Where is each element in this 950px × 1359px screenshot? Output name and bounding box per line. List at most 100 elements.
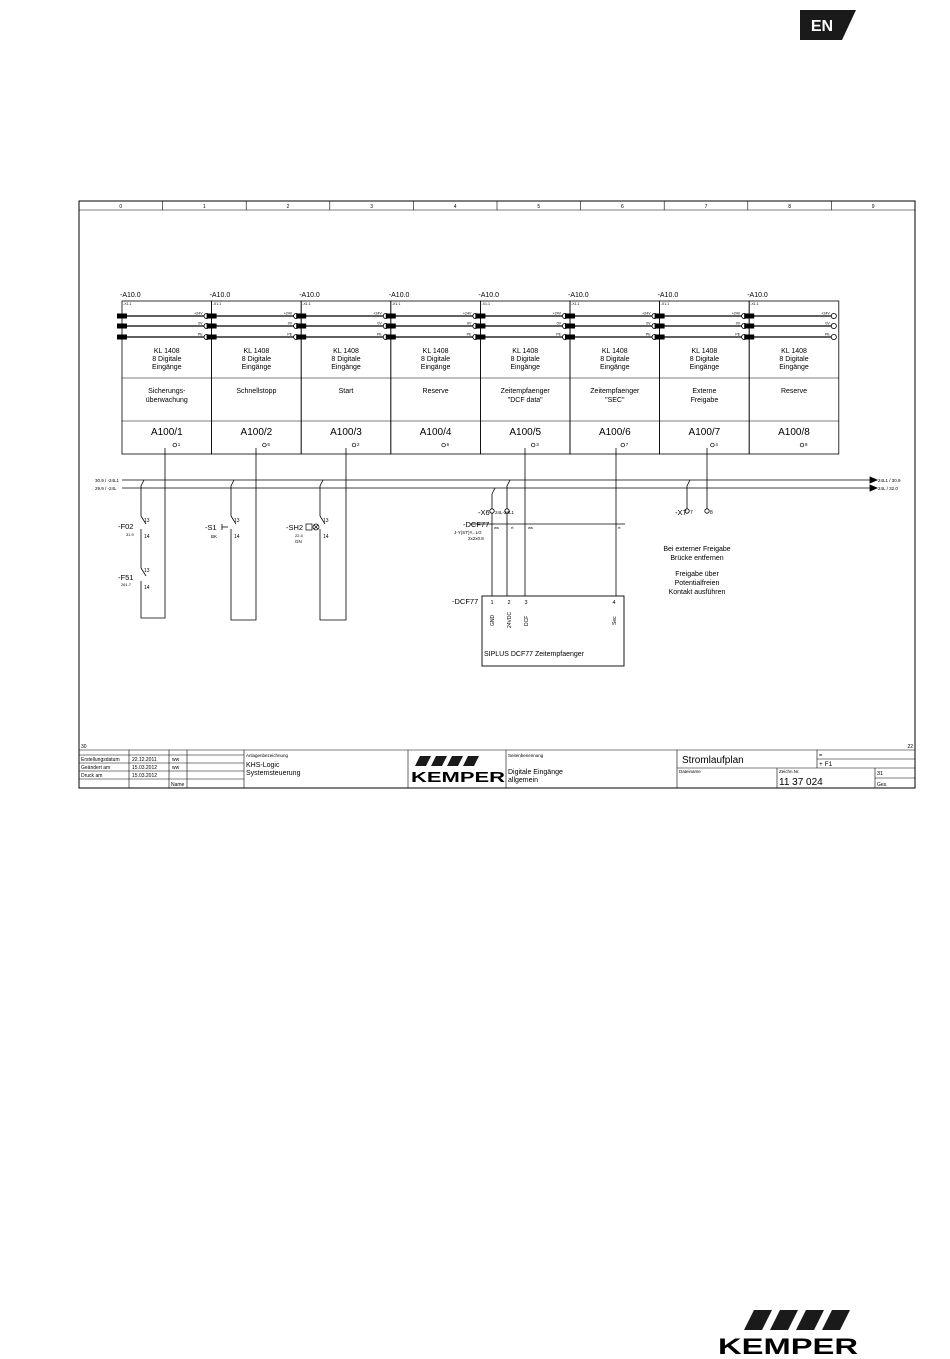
terminal-block [565,334,575,340]
terminal-label: +24V [553,312,562,316]
module-sub: -X1.1 [481,302,490,306]
language-code: EN [811,18,833,35]
module-address: A100/1 [151,427,183,438]
module-type: KL 1408 [423,348,449,355]
terminal-label: 0V [198,322,203,326]
terminal-label: 0V [557,322,562,326]
terminal-block [654,323,665,329]
s1-sub: BK [211,534,217,539]
svg-text:Potentialfreien: Potentialfreien [675,580,720,587]
svg-text:3: 3 [524,600,527,606]
input-pin [441,442,446,448]
module-function: Reserve [423,388,449,395]
terminal-label: PE [377,333,382,337]
title-block-logo: KEMPER [411,756,505,786]
dcf77-title: SIPLUS DCF77 Zeitempfaenger [484,651,585,658]
terminal-label: +24V [732,312,741,316]
terminal-block [475,323,486,329]
module-ref: -A10.0 [568,292,589,299]
terminal-label: PE [198,333,203,337]
core-color-2: rt [511,525,514,530]
module-desc: Eingänge [510,364,540,371]
svg-text:Anlagenbezeichnung: Anlagenbezeichnung [246,753,289,758]
terminal-label: 0V [288,322,293,326]
terminal-block [117,334,127,340]
module-function: überwachung [146,397,188,404]
terminal-label: PE [646,333,651,337]
module-type: KL 1408 [602,348,628,355]
sh2-sub2: GN [295,539,302,544]
svg-text:11 37 024: 11 37 024 [779,777,823,788]
cable-spec-1: J-Y(ST)Y...LG [454,530,482,535]
input-pin [710,442,715,448]
module-ref: -A10.0 [389,292,410,299]
input-pin-number: 1 [178,442,181,447]
s1-label: -S1 [205,523,217,532]
module-function: Start [339,388,354,395]
column-number: 0 [119,204,122,210]
language-badge: EN [800,10,856,40]
f51-sub: 261.7 [121,582,132,587]
module-type: KL 1408 [781,348,807,355]
svg-text:GND: GND [490,615,496,627]
input-pin-number: 2 [357,442,360,447]
terminal-block [117,323,127,329]
module-type: KL 1408 [333,348,359,355]
svg-text:15.03.2012: 15.03.2012 [132,773,157,779]
terminal-label: PE [287,333,292,337]
terminal-label: PE [825,333,830,337]
input-pin [531,442,536,448]
sh2-label: -SH2 [286,523,303,532]
module-desc: 8 Digitale [331,356,360,363]
terminal-block [744,313,755,319]
dcf77-label: -DCF77 [452,597,478,606]
terminal-block [296,334,307,340]
module-function: Zeitempfaenger [501,388,551,395]
svg-text:Geändert am: Geändert am [81,765,110,771]
f02-label: -F02 [118,522,133,531]
terminal-label: +24V [373,312,382,316]
terminal-label: 0V [377,322,382,326]
x7-pin-2: 8 [710,510,713,516]
page-ref-left: 30 [81,744,87,750]
svg-text:allgemein: allgemein [508,777,538,784]
terminal-block [475,313,486,319]
module-address: A100/7 [689,427,721,438]
module-ref: -A10.0 [478,292,499,299]
svg-text:Seitenbenennung: Seitenbenennung [508,753,544,758]
module-sub: -X1.1 [392,302,401,306]
module-sub: -X1.1 [123,302,132,306]
svg-text:+ F1: + F1 [819,761,833,768]
terminal-connector [830,312,837,319]
column-number: 6 [621,204,624,210]
x7-label: -X7 [675,508,687,517]
core-color-4: rt [618,525,621,530]
x6-pins: 24L-24L1 [495,510,515,515]
svg-text:22.12.2011: 22.12.2011 [132,757,157,763]
terminal-label: 0V [825,322,830,326]
svg-text:ww: ww [172,765,180,771]
input-pin-number: 3 [536,442,539,447]
terminal-block [385,313,396,319]
terminal-block [296,313,307,319]
svg-text:1: 1 [490,600,493,606]
terminal-block [654,334,665,340]
svg-text:15.03.2012: 15.03.2012 [132,765,157,771]
module-desc: Eingänge [152,364,182,371]
module-function: "DCF data" [508,397,543,404]
s1-actuator-icon [221,524,228,530]
bus-lines [122,476,879,492]
f02-t1: 13 [144,518,150,524]
terminal-block [744,323,755,329]
drawing-frame [78,200,916,789]
column-number: 2 [287,204,290,210]
sh2-sub1: 22.4 [295,533,304,538]
title-block-text: Erstellungsdatum 22.12.2011 ww Geändert … [81,753,888,788]
lamp-icon [305,523,320,531]
module-desc: 8 Digitale [779,356,808,363]
module-address: A100/5 [509,427,541,438]
module-desc: 8 Digitale [421,356,450,363]
